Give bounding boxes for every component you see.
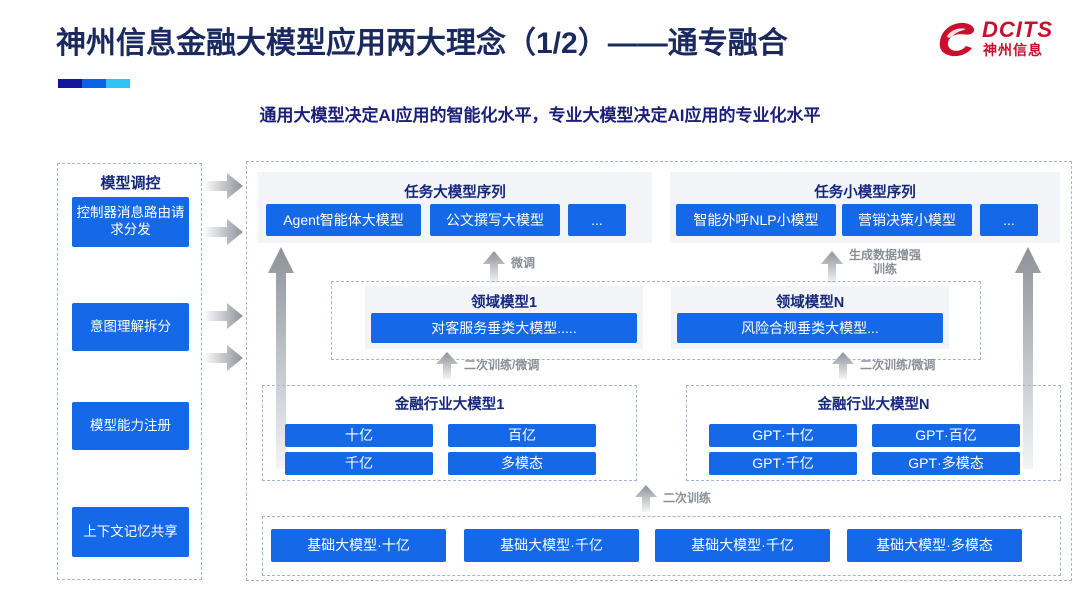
domain-model-container xyxy=(331,281,981,360)
industry-model-n-item-3[interactable]: GPT·千亿 xyxy=(709,452,857,475)
arrow-label-data-augment: 生成数据增强 训练 xyxy=(849,248,922,277)
industry-model-n-item-4[interactable]: GPT·多模态 xyxy=(872,452,1020,475)
flow-arrow-right-1-icon xyxy=(203,173,243,199)
task-big-model-sequence-title: 任务大模型序列 xyxy=(404,185,506,201)
dcits-logo-mark-icon xyxy=(939,22,975,57)
task-model-outbound-nlp[interactable]: 智能外呼NLP小模型 xyxy=(676,204,836,236)
flow-arrow-up-finetune-icon xyxy=(483,251,505,283)
task-model-more-small[interactable]: ... xyxy=(980,204,1038,236)
logo-text-cn: 神州信息 xyxy=(983,42,1043,58)
flow-arrow-up-retrain-icon xyxy=(635,485,657,512)
flow-arrow-up-left-tall-icon xyxy=(268,247,294,469)
flow-arrow-up-right-tall-icon xyxy=(1015,247,1041,469)
architecture-outer-container xyxy=(246,161,1072,581)
domain-model-1-item[interactable]: 对客服务垂类大模型..... xyxy=(371,313,637,343)
base-model-item-2[interactable]: 基础大模型·千亿 xyxy=(464,529,639,562)
industry-model-1-item-1[interactable]: 十亿 xyxy=(285,424,433,447)
domain-model-n-title: 领域模型N xyxy=(775,295,845,311)
page-title: 神州信息金融大模型应用两大理念（1/2）——通专融合 xyxy=(56,27,788,60)
dcits-logo: DCITS 神州信息 xyxy=(936,16,1066,64)
sidebar-item-intent-parsing[interactable]: 意图理解拆分 xyxy=(72,303,189,351)
sidebar-item-capability-register[interactable]: 模型能力注册 xyxy=(72,402,189,450)
task-model-more[interactable]: ... xyxy=(568,204,626,236)
logo-text-en: DCITS xyxy=(982,17,1053,42)
task-model-agent[interactable]: Agent智能体大模型 xyxy=(266,204,421,236)
flow-arrow-right-2-icon xyxy=(203,219,243,245)
flow-arrow-up-retrain-right-icon xyxy=(832,352,854,379)
industry-model-n-title: 金融行业大模型N xyxy=(817,397,930,413)
arrow-label-retrain-finetune-left: 二次训练/微调 xyxy=(464,358,540,372)
base-model-item-1[interactable]: 基础大模型·十亿 xyxy=(271,529,446,562)
base-model-container xyxy=(262,516,1061,576)
arrow-label-retrain: 二次训练 xyxy=(663,491,712,505)
industry-model-1-item-2[interactable]: 百亿 xyxy=(448,424,596,447)
task-model-marketing-decision[interactable]: 营销决策小模型 xyxy=(842,204,972,236)
accent-bar xyxy=(58,79,130,88)
arrow-label-finetune: 微调 xyxy=(511,256,536,270)
arrow-label-retrain-finetune-right: 二次训练/微调 xyxy=(860,358,936,372)
accent-segment-3 xyxy=(106,79,130,88)
industry-model-n-item-1[interactable]: GPT·十亿 xyxy=(709,424,857,447)
industry-model-1-item-3[interactable]: 千亿 xyxy=(285,452,433,475)
flow-arrow-up-data-augment-icon xyxy=(821,251,843,283)
industry-model-n-container: 金融行业大模型N xyxy=(686,385,1061,481)
flow-arrow-up-retrain-left-icon xyxy=(436,352,458,379)
page-header: 神州信息金融大模型应用两大理念（1/2）——通专融合 DCITS 神州信息 通用… xyxy=(0,0,1080,125)
flow-arrow-right-4-icon xyxy=(203,345,243,371)
task-model-doc-writing[interactable]: 公文撰写大模型 xyxy=(430,204,560,236)
sidebar-item-context-memory[interactable]: 上下文记忆共享 xyxy=(72,507,189,557)
industry-model-1-title: 金融行业大模型1 xyxy=(394,397,505,413)
accent-segment-2 xyxy=(82,79,107,88)
base-model-item-3[interactable]: 基础大模型·千亿 xyxy=(655,529,830,562)
sidebar-model-control: 模型调控 控制器消息路由请求分发 意图理解拆分 模型能力注册 上下文记忆共享 xyxy=(57,163,202,580)
industry-model-n-item-2[interactable]: GPT·百亿 xyxy=(872,424,1020,447)
domain-model-n-item[interactable]: 风险合规垂类大模型... xyxy=(677,313,943,343)
industry-model-1-item-4[interactable]: 多模态 xyxy=(448,452,596,475)
base-model-item-4[interactable]: 基础大模型·多模态 xyxy=(847,529,1022,562)
industry-model-1-container: 金融行业大模型1 xyxy=(262,385,637,481)
page-subtitle: 通用大模型决定AI应用的智能化水平，专业大模型决定AI应用的专业化水平 xyxy=(259,106,821,125)
sidebar-heading: 模型调控 xyxy=(100,175,161,192)
domain-model-1-title: 领域模型1 xyxy=(470,295,538,311)
flow-arrow-right-3-icon xyxy=(203,303,243,329)
accent-segment-1 xyxy=(58,79,83,88)
sidebar-item-controller-routing[interactable]: 控制器消息路由请求分发 xyxy=(72,197,189,247)
task-small-model-sequence-title: 任务小模型序列 xyxy=(814,185,916,201)
